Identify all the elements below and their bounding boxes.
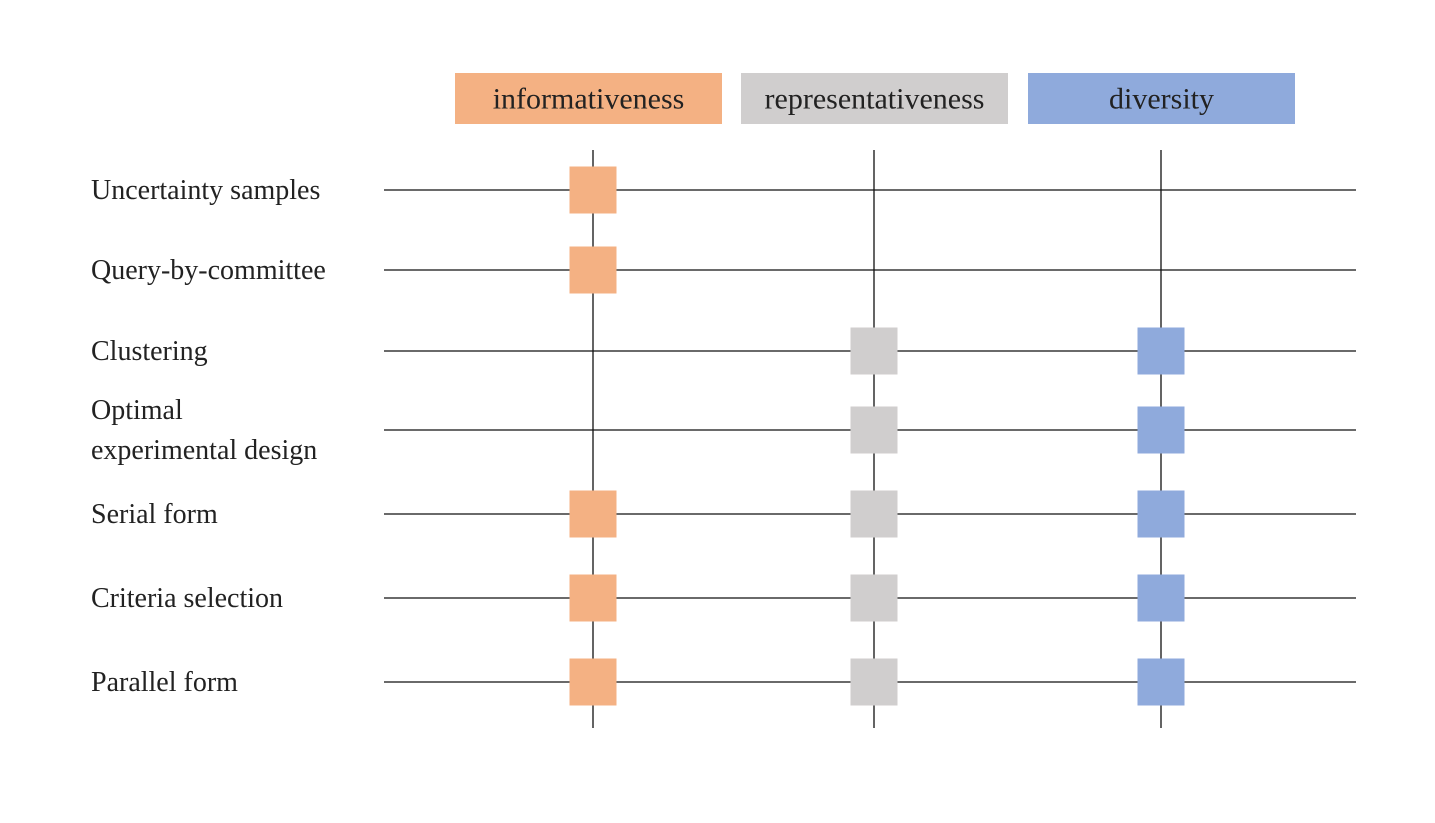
method-label-line: experimental design	[91, 435, 317, 466]
mark-clustering-diversity	[1137, 327, 1185, 375]
mark-parallel-form-informativeness	[569, 658, 617, 706]
method-label-line: Serial form	[91, 499, 218, 530]
method-label-optimal-experimental-design: Optimal experimental design	[91, 395, 317, 466]
method-label-clustering: Clustering	[91, 336, 208, 367]
method-label-line: Uncertainty samples	[91, 175, 320, 206]
mark-parallel-form-representativeness	[850, 658, 898, 706]
method-label-uncertainty-samples: Uncertainty samples	[91, 175, 320, 206]
mark-optimal-experimental-design-diversity	[1137, 406, 1185, 454]
mark-criteria-selection-diversity	[1137, 574, 1185, 622]
mark-criteria-selection-representativeness	[850, 574, 898, 622]
method-label-criteria-selection: Criteria selection	[91, 583, 283, 614]
header-box-representativeness	[741, 73, 1008, 124]
criteria-marks	[569, 166, 1185, 706]
method-label-line: Criteria selection	[91, 583, 283, 614]
header-label-diversity: diversity	[1109, 83, 1214, 116]
mark-criteria-selection-informativeness	[569, 574, 617, 622]
method-label-query-by-committee: Query-by-committee	[91, 255, 326, 286]
header-box-informativeness	[455, 73, 722, 124]
method-label-parallel-form: Parallel form	[91, 667, 238, 698]
criteria-header-group: informativeness representativeness diversi…	[455, 73, 1295, 124]
method-label-line: Optimal	[91, 395, 183, 426]
method-labels: Uncertainty samplesQuery-by-committeeClu…	[91, 175, 326, 698]
mark-query-by-committee-informativeness	[569, 246, 617, 294]
method-label-line: Query-by-committee	[91, 255, 326, 286]
mark-clustering-representativeness	[850, 327, 898, 375]
method-label-serial-form: Serial form	[91, 499, 218, 530]
method-label-line: Clustering	[91, 336, 208, 367]
method-label-line: Parallel form	[91, 667, 238, 698]
header-label-informativeness: informativeness	[493, 83, 685, 116]
mark-optimal-experimental-design-representativeness	[850, 406, 898, 454]
header-label-representativeness: representativeness	[765, 83, 985, 116]
header-box-diversity	[1028, 73, 1295, 124]
mark-serial-form-informativeness	[569, 490, 617, 538]
mark-serial-form-representativeness	[850, 490, 898, 538]
mark-serial-form-diversity	[1137, 490, 1185, 538]
mark-parallel-form-diversity	[1137, 658, 1185, 706]
mark-uncertainty-samples-informativeness	[569, 166, 617, 214]
